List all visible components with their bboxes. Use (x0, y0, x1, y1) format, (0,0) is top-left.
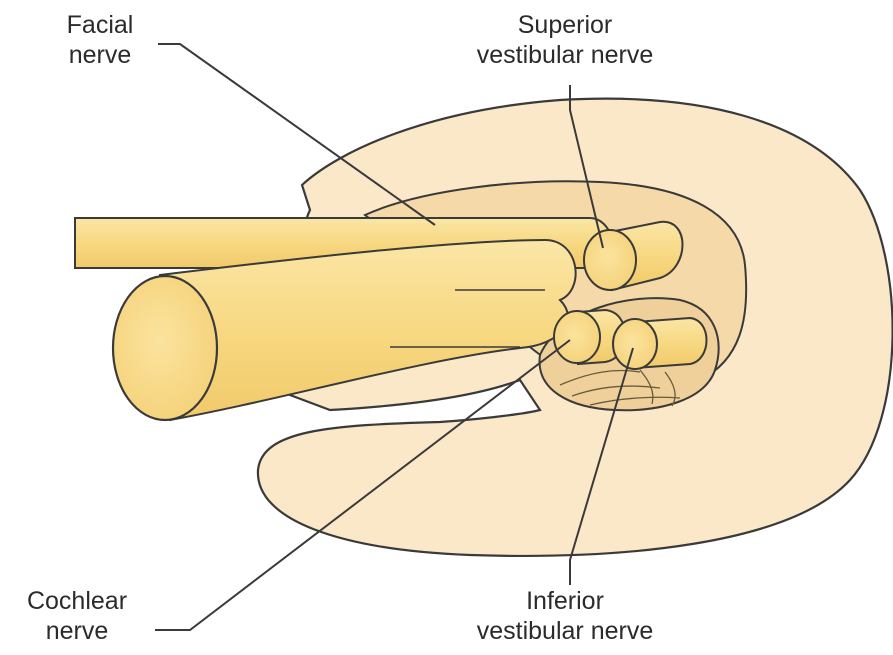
cochlear-nerve-label-line2: nerve (2, 616, 152, 646)
facial-nerve-label: Facial nerve (30, 10, 170, 70)
cochlear-nerve-label-line1: Cochlear (2, 586, 152, 616)
superior-vestibular-label-line2: vestibular nerve (440, 40, 690, 70)
facial-nerve-label-line2: nerve (30, 40, 170, 70)
superior-vestibular-nerve-label: Superior vestibular nerve (440, 10, 690, 70)
cochlear-nerve-label: Cochlear nerve (2, 586, 152, 646)
facial-nerve-label-line1: Facial (30, 10, 170, 40)
inferior-vestibular-label-line1: Inferior (440, 586, 690, 616)
inferior-vestibular-nerve-label: Inferior vestibular nerve (440, 586, 690, 646)
superior-vestibular-label-line1: Superior (440, 10, 690, 40)
inferior-vestibular-label-line2: vestibular nerve (440, 616, 690, 646)
inferior-vestibular-nerve (613, 318, 707, 369)
